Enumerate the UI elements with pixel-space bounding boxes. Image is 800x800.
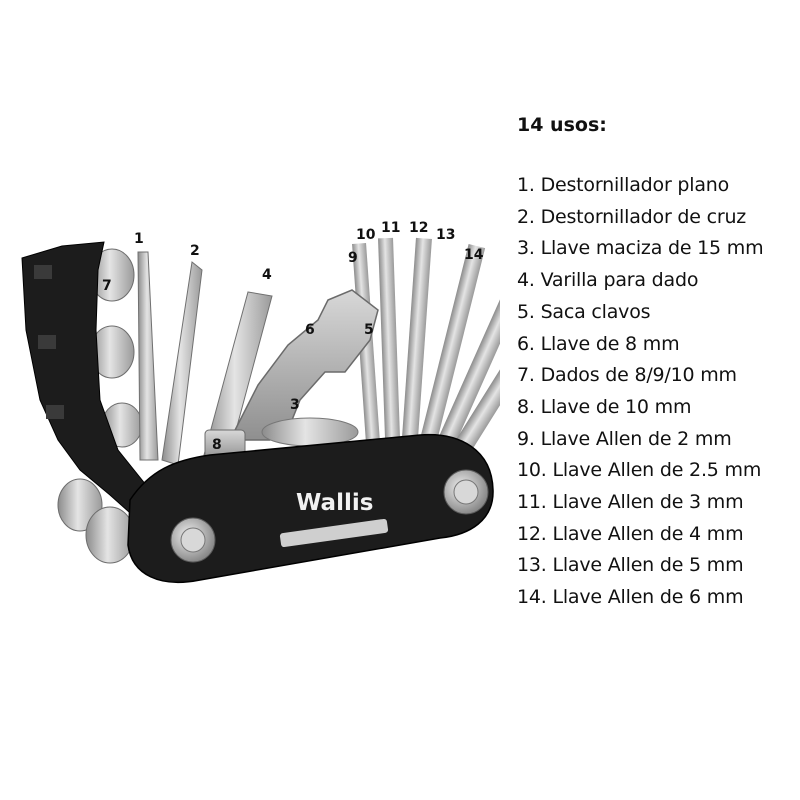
bolt-left	[170, 517, 216, 563]
uses-list: 1. Destornillador plano 2. Destornillado…	[517, 170, 797, 614]
list-item: 6. Llave de 8 mm	[517, 332, 680, 355]
list-item: 10. Llave Allen de 2.5 mm	[517, 459, 762, 482]
brand-logo: Wallis	[296, 490, 373, 516]
list-item: 13. Llave Allen de 5 mm	[517, 554, 744, 577]
list-item: 14. Llave Allen de 6 mm	[517, 586, 744, 609]
list-item: 9. Llave Allen de 2 mm	[517, 427, 732, 450]
phillips-screwdriver	[161, 261, 203, 466]
list-item: 8. Llave de 10 mm	[517, 395, 692, 418]
list-item: 2. Destornillador de cruz	[517, 205, 747, 228]
callout-3: 3	[290, 397, 300, 413]
list-item: 1. Destornillador plano	[517, 174, 730, 196]
callout-5: 5	[364, 322, 374, 338]
callout-13: 13	[436, 227, 455, 243]
list-item: 5. Saca clavos	[517, 300, 651, 323]
callout-8: 8	[212, 437, 222, 453]
tool-body	[127, 433, 494, 584]
callout-1: 1	[134, 231, 144, 247]
callout-7: 7	[102, 278, 112, 294]
callout-10: 10	[356, 227, 376, 243]
list-item: 12. Llave Allen de 4 mm	[517, 522, 744, 545]
callout-9: 9	[348, 250, 358, 266]
side-plate-slot	[46, 405, 64, 419]
side-plate-slot	[34, 265, 52, 279]
flat-screwdriver	[137, 251, 159, 461]
list-item: 7. Dados de 8/9/10 mm	[517, 364, 737, 387]
side-plate-slot	[38, 335, 56, 349]
list-item: 4. Varilla para dado	[517, 269, 699, 292]
bolt-right	[443, 469, 489, 515]
callout-6: 6	[305, 322, 315, 338]
uses-panel: 14 usos: 1. Destornillador plano 2. Dest…	[517, 113, 797, 614]
uses-title: 14 usos:	[517, 114, 607, 136]
allen-keys	[352, 237, 500, 458]
multitool-illustration: Wallis 1 2 3 4 5 6 7 8 9 10 11 12 13 14	[21, 220, 500, 584]
list-item: 11. Llave Allen de 3 mm	[517, 491, 744, 514]
callout-11: 11	[381, 220, 400, 236]
callout-4: 4	[262, 267, 272, 283]
callout-12: 12	[409, 220, 428, 236]
callout-14: 14	[464, 247, 484, 263]
body-slot	[279, 518, 389, 548]
callout-2: 2	[190, 243, 200, 259]
list-item: 3. Llave maciza de 15 mm	[517, 237, 764, 260]
